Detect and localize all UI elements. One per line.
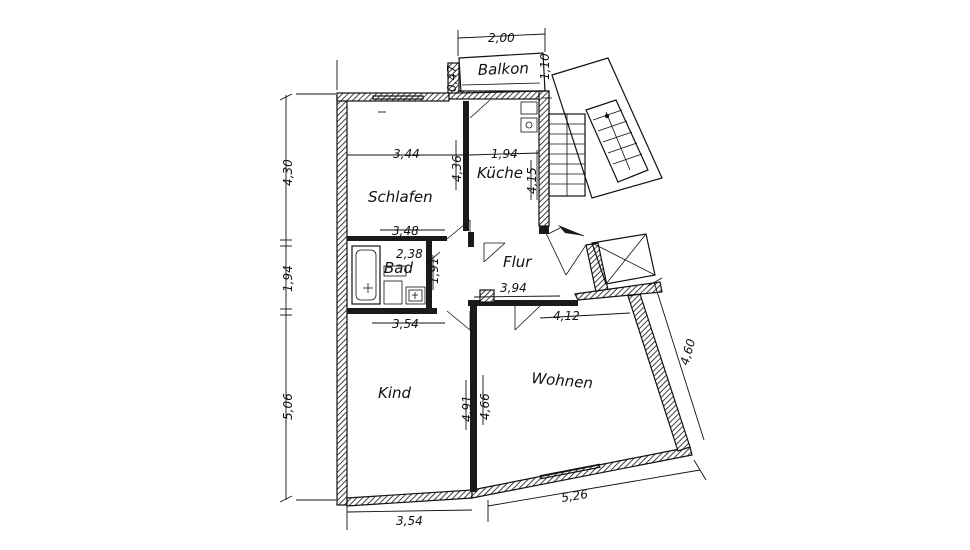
doors <box>425 98 587 331</box>
dim-right-side: 4,60 <box>677 337 698 367</box>
dimension-lines <box>279 28 707 530</box>
room-label-kind: Kind <box>378 384 412 402</box>
room-label-kueche: Küche <box>477 164 523 182</box>
dim-wohnen-width-top: 4,12 <box>553 309 580 323</box>
dim-kind-height: 4,91 <box>460 395 474 422</box>
room-label-schlafen: Schlafen <box>368 188 433 206</box>
staircase <box>520 57 663 285</box>
dim-bottom-right: 5,26 <box>560 487 589 505</box>
room-label-balkon: Balkon <box>478 59 530 79</box>
inner-walls <box>347 101 578 492</box>
dim-balkon-depth-left: 0,47 <box>445 65 459 92</box>
dim-left-mid: 1,94 <box>281 265 295 292</box>
dim-schlafen-width-top: 3,44 <box>393 147 420 161</box>
dim-left-bottom: 5,06 <box>281 393 295 420</box>
dim-balkon-depth-right: 1,10 <box>538 53 552 80</box>
balkon-area <box>447 52 546 94</box>
dim-bottom-left: 3,54 <box>396 514 423 528</box>
dim-left-top: 4,30 <box>281 159 295 186</box>
room-label-bad: Bad <box>384 259 413 277</box>
dim-balkon-width: 2,00 <box>488 31 515 45</box>
dim-kind-width-top: 3,54 <box>392 317 419 331</box>
outer-walls <box>336 90 693 507</box>
dim-schlafen-height: 4,36 <box>450 155 464 182</box>
room-label-wohnen: Wohnen <box>531 369 594 392</box>
dim-wohnen-height: 4,66 <box>478 393 492 420</box>
dim-bad-width: 2,38 <box>396 247 423 261</box>
dim-schlafen-width-bottom: 3,48 <box>392 224 419 238</box>
dim-kueche-width: 1,94 <box>491 147 518 161</box>
dim-bad-height: 1,91 <box>427 257 441 284</box>
dim-flur-width: 3,94 <box>500 281 527 295</box>
room-label-flur: Flur <box>503 253 532 271</box>
bathroom-fixtures <box>351 245 426 305</box>
dim-kueche-height: 4,15 <box>525 167 539 194</box>
